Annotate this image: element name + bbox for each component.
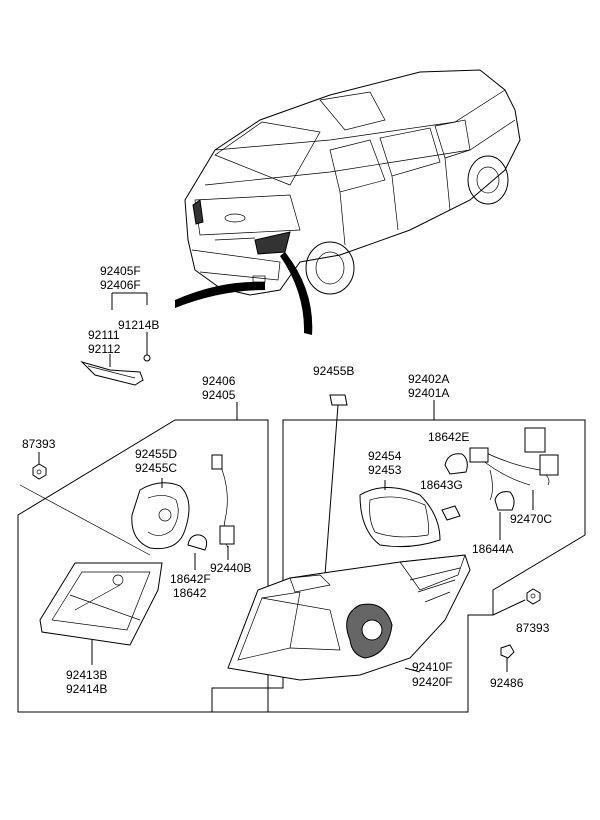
reflector-clip-icon [143, 354, 151, 362]
label-92455B: 92455B [313, 364, 354, 378]
label-18642F: 18642F [170, 572, 211, 586]
label-18643G: 18643G [420, 478, 463, 492]
label-87393-left: 87393 [22, 437, 56, 451]
trunk-lamp-assembly-icon [39, 562, 163, 646]
bolt-92486-icon [500, 644, 515, 659]
socket-icon [211, 454, 223, 470]
label-92406F: 92406F [100, 278, 141, 292]
label-92405: 92405 [202, 388, 236, 402]
label-18642E: 18642E [428, 430, 469, 444]
label-92402A: 92402A [408, 372, 449, 386]
label-92405F: 92405F [100, 264, 141, 278]
nut-87393-icon [32, 463, 47, 480]
label-92410F: 92410F [412, 660, 453, 674]
label-87393-right: 87393 [516, 621, 550, 635]
label-18642: 18642 [173, 586, 207, 600]
car-illustration [175, 69, 521, 335]
label-92401A: 92401A [408, 386, 449, 400]
label-18644A: 18644A [472, 542, 513, 556]
fastener-92455B-icon [329, 394, 348, 406]
label-92455C: 92455C [135, 461, 177, 475]
bulb-18642E-icon [444, 453, 468, 475]
part-number-labels: 92405F 92406F 91214B 92111 92112 92406 9… [22, 264, 552, 696]
body-lamp-box [211, 394, 586, 713]
label-92112: 92112 [88, 342, 121, 356]
bulb-18644A-icon [494, 491, 515, 511]
label-91214B: 91214B [118, 318, 159, 332]
trunk-lamp-box [17, 402, 269, 713]
gasket-92454-icon [359, 487, 441, 548]
nut-87393-right-icon [526, 588, 541, 605]
reflector-group [80, 292, 151, 386]
label-92486: 92486 [490, 676, 524, 690]
bulb-18642-icon [187, 534, 208, 551]
label-92453: 92453 [368, 463, 402, 477]
label-92440B: 92440B [210, 561, 251, 575]
label-92413B: 92413B [66, 668, 107, 682]
label-92420F: 92420F [412, 675, 453, 689]
label-92470C: 92470C [510, 512, 552, 526]
label-92455D: 92455D [135, 447, 177, 461]
bulb-18643G-icon [441, 505, 461, 521]
label-92406: 92406 [202, 374, 236, 388]
harness-connector-icon [524, 427, 546, 453]
reflector-part-icon [80, 360, 144, 386]
label-92111: 92111 [88, 328, 120, 342]
label-92414B: 92414B [66, 682, 107, 696]
gasket-92455-icon [131, 482, 190, 550]
label-92454: 92454 [368, 449, 402, 463]
